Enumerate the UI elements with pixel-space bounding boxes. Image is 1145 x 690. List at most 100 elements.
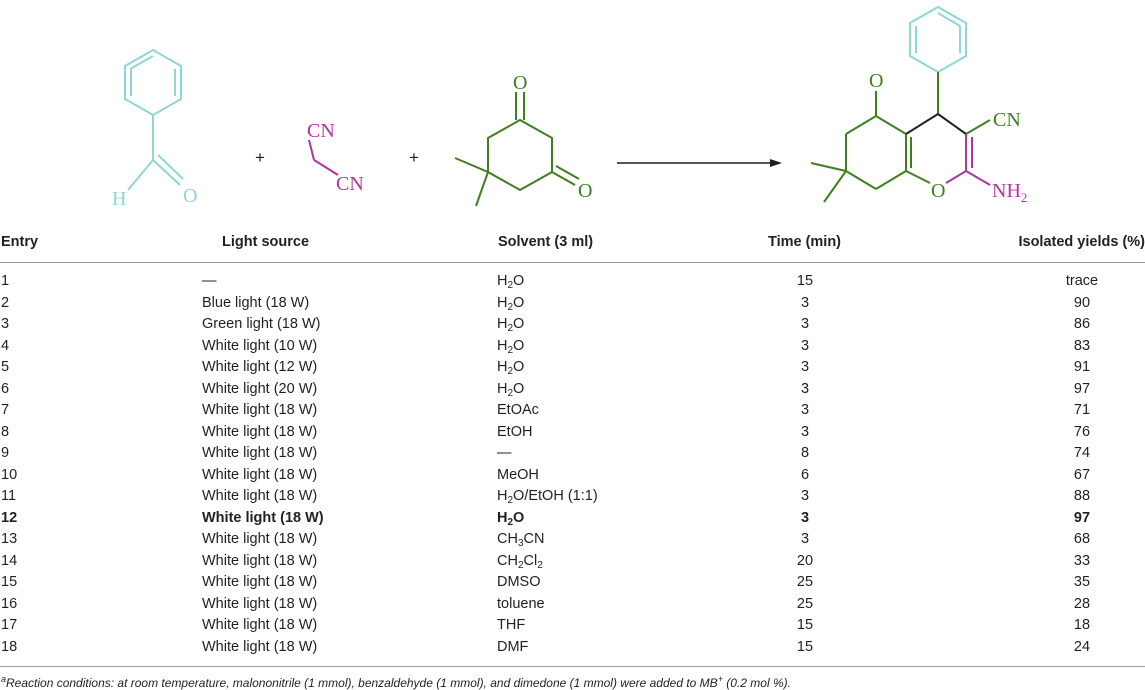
cell-solvent: H2O: [497, 294, 525, 313]
table-row: 2 Blue light (18 W) H2O 3 90: [0, 293, 1145, 315]
cell-entry: 10: [1, 466, 18, 483]
product-o-ring: O: [931, 180, 945, 202]
cell-entry: 14: [1, 552, 18, 569]
cell-time: 3: [800, 316, 810, 332]
cell-time: 3: [800, 337, 810, 354]
table-row: 13 White light (18 W) CH3CN 3 68: [0, 529, 1145, 551]
header-yield: Isolated yields (%): [1018, 234, 1145, 250]
cell-solvent: toluene: [497, 595, 545, 612]
cell-time: 6: [800, 466, 810, 483]
cell-entry: 2: [1, 294, 10, 311]
table-header-row: Entry Light source Solvent (3 ml) Time (…: [0, 226, 1145, 259]
cell-solvent: MeOH: [497, 466, 539, 483]
cell-entry: 13: [1, 531, 18, 547]
header-light-source: Light source: [222, 234, 310, 250]
product-nh2-label: NH2: [992, 180, 1027, 205]
product-cn-label: CN: [993, 109, 1021, 131]
benzaldehyde-structure: [124, 48, 184, 191]
cell-solvent: H2O: [497, 337, 525, 356]
table-row: 8 White light (18 W) EtOH 3 76: [0, 422, 1145, 444]
cell-light-source: White light (18 W): [202, 574, 318, 590]
cell-light-source: Blue light (18 W): [202, 294, 310, 311]
cell-solvent: H2O: [497, 273, 525, 291]
footnote-text: Reaction conditions: at room temperature…: [6, 676, 718, 690]
cell-yield: 83: [1073, 337, 1091, 354]
table-footnote: aReaction conditions: at room temperatur…: [1, 674, 791, 690]
cell-light-source: White light (10 W): [202, 337, 318, 354]
cell-light-source: White light (18 W): [202, 423, 318, 440]
cell-yield: 67: [1073, 466, 1091, 483]
cell-time: 3: [800, 380, 810, 397]
cell-solvent: H2O/EtOH (1:1): [497, 488, 598, 506]
cell-solvent: H2O: [497, 359, 525, 377]
cell-time: 3: [800, 531, 810, 547]
cell-entry: 8: [1, 423, 10, 440]
dimedone-structure: [454, 92, 580, 207]
cell-yield: 35: [1073, 574, 1091, 590]
cell-light-source: White light (20 W): [202, 380, 318, 397]
product-o-ketone: O: [869, 70, 883, 92]
reaction-scheme: H O + CN CN + O O: [112, 5, 1027, 210]
aldehyde-o-label: O: [183, 185, 197, 207]
cell-light-source: White light (12 W): [202, 359, 318, 375]
cell-time: 3: [800, 294, 810, 311]
plus-sign-1: +: [255, 148, 265, 167]
footnote-mark: a: [1, 674, 7, 684]
cell-solvent: H2O: [497, 316, 525, 334]
dimedone-o-bottom: O: [578, 180, 592, 202]
cell-solvent: EtOAc: [497, 402, 539, 418]
cell-solvent: DMSO: [497, 574, 541, 590]
cell-yield: 86: [1073, 316, 1091, 332]
footnote-text-end: (0.2 mol %).: [722, 676, 791, 690]
cell-entry: 16: [1, 595, 18, 612]
cell-time: 25: [796, 595, 814, 612]
cell-entry: 15: [1, 574, 18, 590]
cell-yield: 18: [1073, 617, 1091, 633]
cell-solvent: EtOH: [497, 423, 533, 440]
cell-yield: 97: [1073, 380, 1091, 397]
table-row: 15 White light (18 W) DMSO 25 35: [0, 572, 1145, 594]
footnote-sup: +: [717, 674, 723, 684]
cell-yield: 90: [1073, 294, 1091, 311]
cell-light-source: White light (18 W): [202, 509, 324, 526]
cell-yield: 71: [1073, 402, 1091, 418]
header-rule: [0, 262, 1145, 263]
header-time: Time (min): [767, 234, 842, 250]
reaction-arrow: [617, 159, 782, 167]
cell-yield: 76: [1073, 423, 1091, 440]
cell-light-source: White light (18 W): [202, 531, 318, 547]
cell-light-source: White light (18 W): [202, 466, 318, 483]
cell-entry: 6: [1, 380, 10, 397]
cell-time: 15: [796, 273, 814, 289]
cell-solvent: CH3CN: [497, 531, 545, 549]
cell-entry: 17: [1, 617, 18, 633]
cell-yield: 68: [1073, 531, 1091, 547]
cell-yield: 88: [1073, 488, 1091, 504]
cn-bottom-label: CN: [336, 173, 364, 195]
table-row: 10 White light (18 W) MeOH 6 67: [0, 465, 1145, 487]
cell-light-source: —: [202, 273, 217, 289]
cell-time: 15: [796, 638, 814, 655]
malononitrile-structure: [308, 139, 339, 176]
cell-time: 15: [796, 617, 814, 633]
cell-time: 3: [800, 423, 810, 440]
cell-entry: 3: [1, 316, 10, 332]
cell-solvent: THF: [497, 617, 526, 633]
cell-light-source: White light (18 W): [202, 445, 318, 461]
cell-time: 25: [796, 574, 814, 590]
cell-light-source: White light (18 W): [202, 617, 318, 633]
cell-solvent: —: [497, 445, 512, 461]
cell-time: 8: [800, 445, 810, 461]
cell-time: 3: [800, 402, 810, 418]
cn-top-label: CN: [307, 120, 335, 142]
